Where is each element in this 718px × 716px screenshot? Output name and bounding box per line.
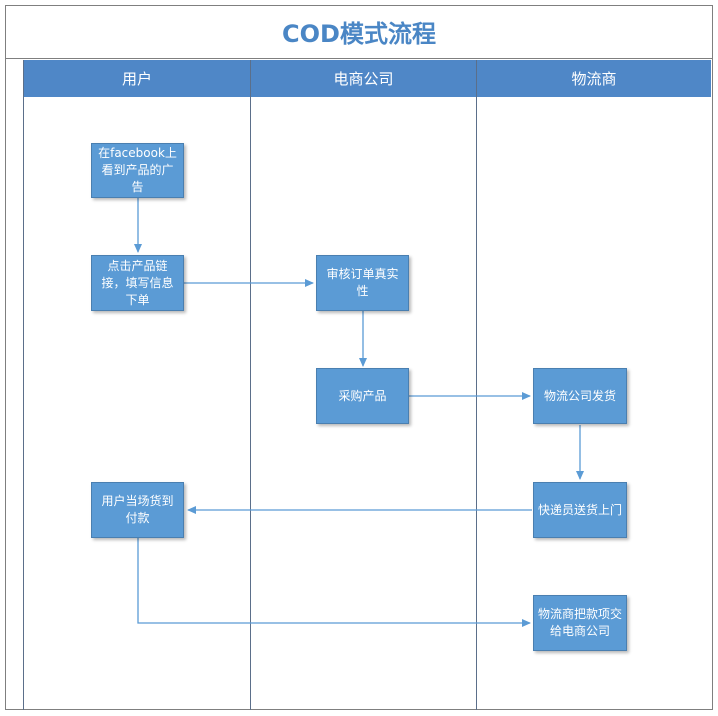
step-see-ad: 在facebook上看到产品的广告 [91, 143, 184, 198]
arrow-s7-s8 [137, 538, 531, 627]
step-remit-payment: 物流商把款项交给电商公司 [533, 595, 627, 651]
step-purchase-product: 采购产品 [316, 368, 409, 424]
step-place-order: 点击产品链接，填写信息下单 [91, 255, 184, 311]
step-deliver-door: 快递员送货上门 [533, 482, 627, 538]
lane-header-ecommerce: 电商公司 [251, 60, 476, 97]
step-ship-goods: 物流公司发货 [533, 368, 627, 424]
step-cod-payment: 用户当场货到付款 [91, 482, 184, 538]
lane-divider [250, 60, 251, 710]
diagram-frame [5, 5, 713, 710]
lane-divider [23, 60, 24, 710]
lane-header-logistics: 物流商 [477, 60, 711, 97]
diagram-title: COD模式流程 [5, 5, 713, 59]
lane-divider [476, 60, 477, 710]
step-verify-order: 审核订单真实性 [316, 255, 409, 311]
lane-header-user: 用户 [24, 60, 250, 97]
